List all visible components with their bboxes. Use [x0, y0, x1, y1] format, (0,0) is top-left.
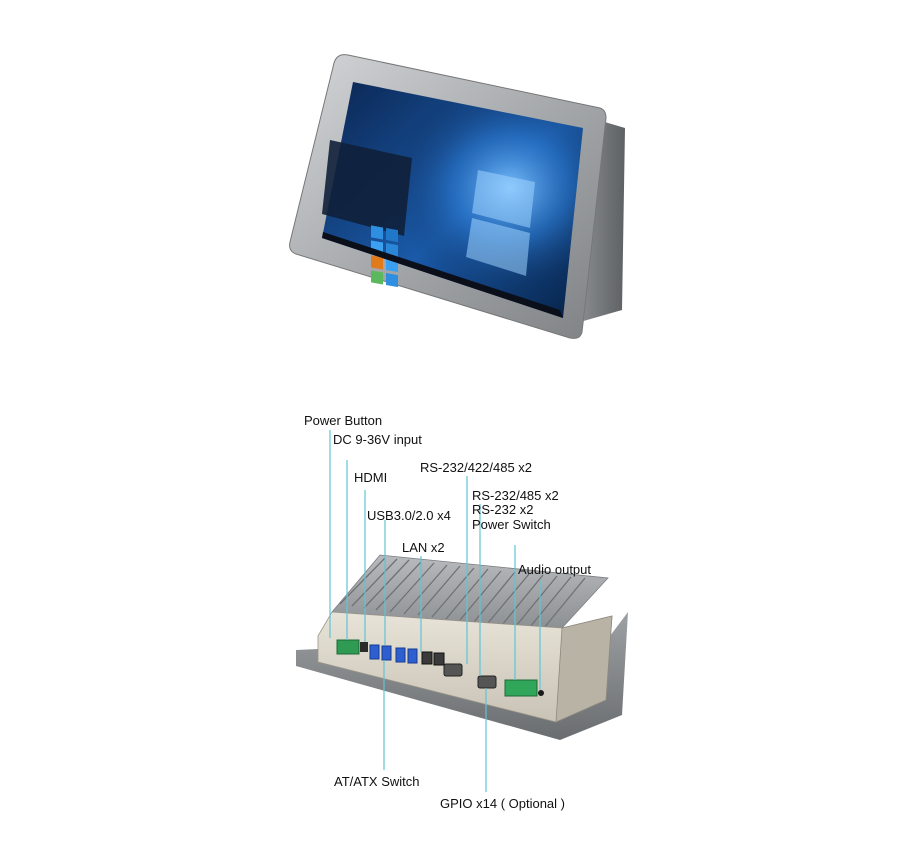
windows-logo-icon: [466, 170, 535, 276]
label-dc-input: DC 9-36V input: [333, 432, 422, 447]
leader-lines: [329, 430, 541, 792]
label-hdmi: HDMI: [354, 470, 388, 485]
label-power-button: Power Button: [304, 413, 383, 428]
dc-input-connector: [336, 639, 360, 655]
terminal-block-green: [504, 679, 538, 697]
label-audio-output: Audio output: [518, 562, 592, 577]
label-rs232-485: RS-232/485 x2: [472, 488, 559, 503]
label-gpio: GPIO x14 ( Optional ): [440, 796, 565, 811]
start-menu: [322, 140, 412, 236]
label-rs232: RS-232 x2: [472, 502, 534, 517]
label-rs232-422-485: RS-232/422/485 x2: [420, 460, 533, 475]
label-lan: LAN x2: [402, 540, 445, 555]
hdmi-port: [360, 642, 368, 652]
com-ports: [443, 663, 497, 689]
lan-ports: [421, 651, 445, 666]
label-at-atx-switch: AT/ATX Switch: [334, 774, 420, 789]
start-menu-tiles: [371, 225, 398, 288]
audio-port: [538, 690, 544, 696]
usb-ports: [369, 644, 418, 664]
rear-housing: [580, 120, 625, 322]
label-usb: USB3.0/2.0 x4: [367, 508, 451, 523]
taskbar: [322, 232, 563, 318]
label-power-switch: Power Switch: [472, 517, 551, 532]
